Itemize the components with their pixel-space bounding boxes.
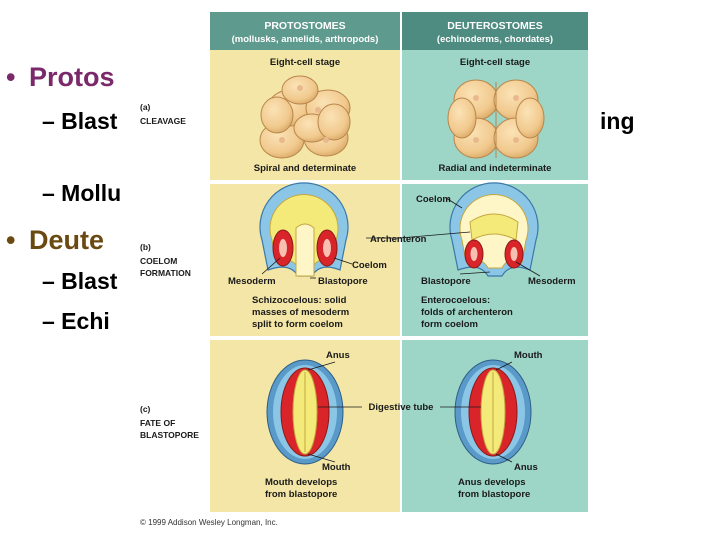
right-anus-label: Anus bbox=[514, 462, 538, 473]
bullet-2-sub-1: – Blast bbox=[42, 268, 118, 294]
archenteron-label: Archenteron bbox=[370, 234, 427, 245]
right-mouth-label: Mouth bbox=[514, 350, 543, 361]
left-eight-cell-label: Eight-cell stage bbox=[270, 57, 340, 68]
deuterostome-subtitle: (echinoderms, chordates) bbox=[437, 34, 553, 45]
left-mouth-label: Mouth bbox=[322, 462, 351, 473]
bullet-1: • Protos bbox=[6, 62, 114, 93]
right-eight-cell-label: Eight-cell stage bbox=[460, 57, 530, 68]
coelom-label-top: Coelom bbox=[416, 194, 451, 205]
bullet-1-text: Protos bbox=[28, 62, 115, 92]
bullet-1-sub-2: – Mollu bbox=[42, 180, 122, 206]
left-coelom-caption-3: split to form coelom bbox=[252, 319, 343, 330]
row-b-leader-lines bbox=[261, 197, 541, 279]
left-cleavage-caption: Spiral and determinate bbox=[254, 163, 356, 174]
protostome-header bbox=[210, 12, 400, 50]
bullet-2-sub-2: – Echi bbox=[42, 308, 110, 334]
right-fate-caption-2: from blastopore bbox=[458, 489, 530, 500]
deuterostome-title: DEUTEROSTOMES bbox=[447, 20, 542, 32]
left-blastopore-label: Blastopore bbox=[318, 276, 368, 287]
bullet-1-sub-1: – Blast bbox=[42, 108, 118, 134]
schizocoelous-gastrula bbox=[259, 182, 349, 277]
enterocoelous-gastrula bbox=[449, 182, 539, 277]
deuterostome-embryo bbox=[454, 359, 532, 465]
protostome-title: PROTOSTOMES bbox=[264, 20, 345, 32]
left-anus-label: Anus bbox=[326, 350, 350, 361]
bullet-1-dot: • bbox=[6, 62, 16, 92]
left-mesoderm-label: Mesoderm bbox=[228, 276, 276, 287]
row-c-letter: (c) bbox=[140, 404, 151, 414]
row-a-letter: (a) bbox=[140, 102, 151, 112]
bullet-1-sub-1-tail: ing bbox=[600, 108, 635, 134]
row-b-name-1: COELOM bbox=[140, 256, 177, 266]
left-fate-caption-2: from blastopore bbox=[265, 489, 337, 500]
right-coelom-caption-2: folds of archenteron bbox=[421, 307, 513, 318]
side-label-column bbox=[138, 12, 210, 512]
row-c-name-1: FATE OF bbox=[140, 418, 175, 428]
protostome-embryo bbox=[266, 359, 344, 465]
row-divider-2 bbox=[210, 336, 588, 340]
deuterostome-header bbox=[402, 12, 588, 50]
bullet-2-dot: • bbox=[6, 225, 16, 255]
left-coelom-caption-2: masses of mesoderm bbox=[252, 307, 349, 318]
right-blastopore-label: Blastopore bbox=[421, 276, 471, 287]
protostome-subtitle: (mollusks, annelids, arthropods) bbox=[232, 34, 379, 45]
spiral-cleavage-embryo bbox=[259, 75, 351, 159]
row-a-name: CLEAVAGE bbox=[140, 116, 186, 126]
left-fate-caption-1: Mouth develops bbox=[265, 477, 337, 488]
right-coelom-caption-1: Enterocoelous: bbox=[421, 295, 490, 306]
right-coelom-caption-3: form coelom bbox=[421, 319, 478, 330]
left-coelom-caption-1: Schizocoelous: solid bbox=[252, 295, 347, 306]
copyright: © 1999 Addison Wesley Longman, Inc. bbox=[140, 518, 278, 527]
right-fate-caption-1: Anus develops bbox=[458, 477, 526, 488]
row-b-letter: (b) bbox=[140, 242, 151, 252]
row-c-name-2: BLASTOPORE bbox=[140, 430, 199, 440]
radial-cleavage-embryo bbox=[447, 79, 545, 159]
row-b-name-2: FORMATION bbox=[140, 268, 191, 278]
bullet-2: • Deute bbox=[6, 225, 104, 256]
row-c-leader-lines bbox=[307, 361, 513, 463]
right-mesoderm-label: Mesoderm bbox=[528, 276, 576, 287]
row-divider-1 bbox=[210, 180, 588, 184]
left-coelom-label: Coelom bbox=[352, 260, 387, 271]
bullet-2-text: Deute bbox=[28, 225, 104, 255]
right-cleavage-caption: Radial and indeterminate bbox=[439, 163, 552, 174]
digestive-tube-label: Digestive tube bbox=[369, 402, 434, 413]
